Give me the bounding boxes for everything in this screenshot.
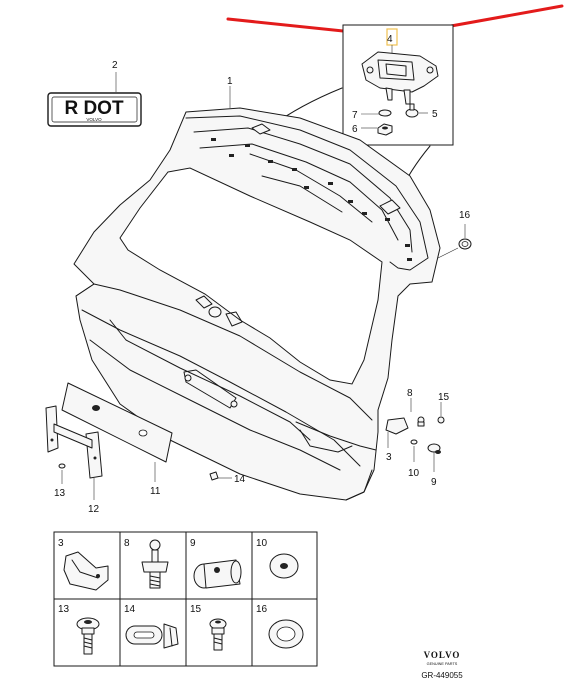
callout-3: 3: [386, 452, 392, 463]
screw-part-5: [405, 103, 419, 118]
badge-brand: VOLVO: [86, 117, 102, 122]
clip-14: 14: [209, 471, 246, 485]
legend-cell-9: 9: [190, 538, 242, 589]
tailgate-panel: 1: [73, 76, 441, 501]
footer-brand-sub: GENUINE PARTS: [427, 662, 458, 666]
legend-label-9: 9: [190, 538, 196, 549]
ball-stud-8: [417, 416, 425, 427]
washer-part-7: [378, 109, 392, 117]
nut-part-6: [377, 123, 393, 136]
legend-cell-8: 8: [124, 538, 169, 589]
license-plate-11: 11: [61, 382, 173, 497]
legend-cell-15: 15: [190, 604, 227, 651]
bump-stop-16: 16: [437, 210, 472, 259]
footer-code: GR-449055: [421, 671, 463, 680]
callout-2: 2: [112, 60, 118, 71]
legend-cell-3: 3: [58, 538, 109, 591]
legend-label-10: 10: [256, 538, 268, 549]
callout-5: 5: [432, 109, 438, 120]
callout-14: 14: [234, 474, 246, 485]
callout-6: 6: [352, 124, 358, 135]
legend-cell-16: 16: [256, 604, 304, 649]
legend-label-14: 14: [124, 604, 136, 615]
legend-label-13: 13: [58, 604, 70, 615]
callout-7: 7: [352, 110, 358, 121]
callout-9: 9: [431, 477, 437, 488]
legend-cell-10: 10: [256, 538, 299, 579]
legend-label-3: 3: [58, 538, 64, 549]
footer-brand: VOLVO GENUINE PARTS GR-449055: [421, 650, 463, 680]
r-design-badge: R DOT VOLVO 2: [47, 60, 142, 127]
parts-legend-grid: 3 8 9 10 13: [53, 531, 318, 667]
spoiler-holes: [211, 138, 412, 261]
callout-4: 4: [387, 34, 393, 45]
callout-15: 15: [438, 392, 450, 403]
screw-13: 13: [54, 463, 66, 499]
callout-11: 11: [150, 486, 161, 497]
callout-13: 13: [54, 488, 66, 499]
badge-text: R DOT: [64, 98, 124, 119]
legend-cell-13: 13: [58, 604, 100, 655]
bracket-3: [385, 417, 409, 448]
callout-12: 12: [88, 504, 100, 515]
legend-label-8: 8: [124, 538, 130, 549]
callout-1: 1: [227, 76, 233, 87]
screw-15: [437, 402, 445, 424]
callout-8: 8: [407, 388, 413, 399]
callout-10: 10: [408, 468, 420, 479]
buffer-9: [427, 443, 441, 472]
washer-10: [410, 439, 418, 462]
detail-box: 4 7 6 5: [342, 24, 454, 146]
plate-bracket-12: 12: [45, 405, 103, 515]
callout-16: 16: [459, 210, 471, 221]
legend-cell-14: 14: [124, 604, 179, 649]
hinge-bracket-part: [361, 51, 439, 105]
legend-label-15: 15: [190, 604, 202, 615]
footer-brand-name: VOLVO: [424, 650, 461, 660]
right-side-parts: 8 15 3 10 9: [385, 388, 450, 488]
legend-label-16: 16: [256, 604, 268, 615]
